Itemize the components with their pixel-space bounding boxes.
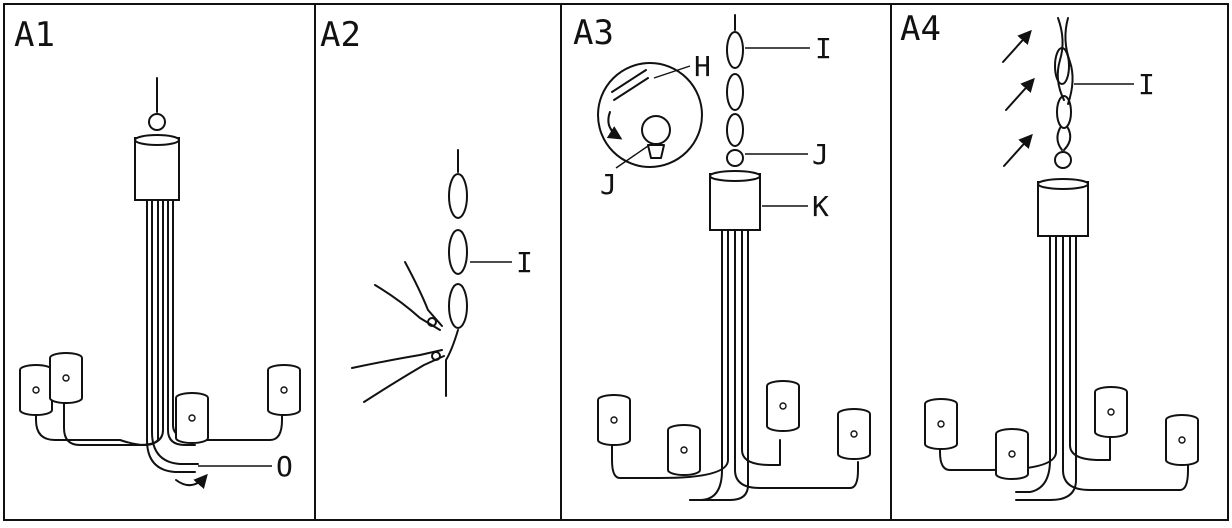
chandelier-a4 — [924, 178, 1199, 501]
leader-line — [653, 65, 691, 79]
panel-a4: A4 I — [900, 9, 1199, 501]
panel-a3: A3 I — [573, 13, 871, 501]
pliers-icon — [351, 261, 445, 403]
panel-label-a2: A2 — [320, 15, 361, 55]
panel-label-a3: A3 — [573, 13, 614, 53]
candle-cup — [597, 394, 631, 446]
callout-h: H — [694, 50, 711, 83]
candle-cup — [667, 424, 701, 476]
panel-label-a4: A4 — [900, 9, 941, 49]
chain-a2 — [445, 149, 468, 397]
callout-j: J — [812, 138, 829, 171]
rotate-arrow-icon — [606, 111, 623, 140]
callout-k: K — [812, 190, 829, 223]
figure-frame — [3, 3, 1229, 521]
callout-i: I — [516, 246, 533, 279]
rotate-arrow-icon — [175, 473, 208, 490]
lift-arrow-icon — [1005, 77, 1035, 111]
candle-cup — [267, 364, 301, 416]
callout-i: I — [1138, 68, 1155, 101]
candle-cup — [49, 352, 83, 404]
candle-cup — [19, 364, 53, 416]
candle-cup — [1094, 386, 1128, 438]
callout-o: O — [276, 450, 293, 483]
chandelier-a3 — [597, 170, 871, 501]
candle-cup — [766, 380, 800, 432]
candle-cup — [1165, 414, 1199, 466]
lift-arrow-icon — [1002, 29, 1032, 63]
panel-a1: A1 O — [14, 15, 301, 490]
panel-label-a1: A1 — [14, 15, 55, 55]
candle-cup — [837, 408, 871, 460]
chain-a4 — [1054, 17, 1074, 169]
chandelier-a1 — [19, 77, 301, 473]
leader-line — [615, 145, 649, 169]
chain-a3 — [726, 14, 744, 167]
candle-cup — [924, 398, 958, 450]
panel-a2: A2 I — [320, 15, 533, 403]
callout-i: I — [815, 32, 832, 65]
zoom-detail — [597, 62, 703, 168]
lift-arrow-icon — [1003, 133, 1033, 167]
callout-j: J — [600, 168, 617, 201]
candle-cup — [175, 392, 209, 444]
candle-cup — [995, 428, 1029, 480]
